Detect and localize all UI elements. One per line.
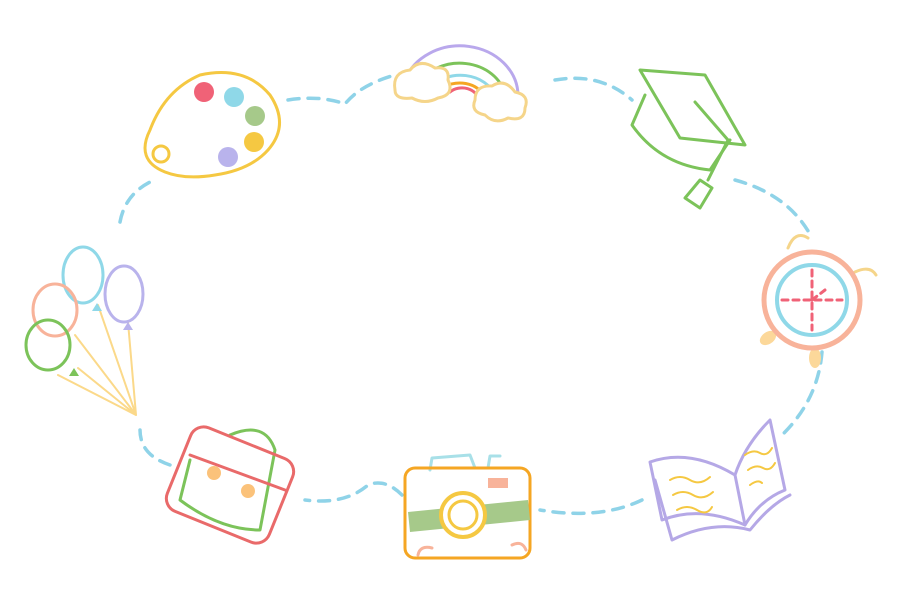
rainbow-icon bbox=[393, 44, 528, 123]
dashed-cloud-frame bbox=[118, 73, 824, 516]
open-book-icon bbox=[648, 418, 792, 542]
camera-icon bbox=[403, 453, 532, 560]
paint-palette-icon bbox=[143, 71, 281, 179]
backpack-icon bbox=[164, 425, 296, 545]
graduation-cap-icon bbox=[630, 68, 747, 210]
balloons-icon bbox=[24, 245, 145, 416]
alarm-clock-icon bbox=[759, 234, 878, 368]
